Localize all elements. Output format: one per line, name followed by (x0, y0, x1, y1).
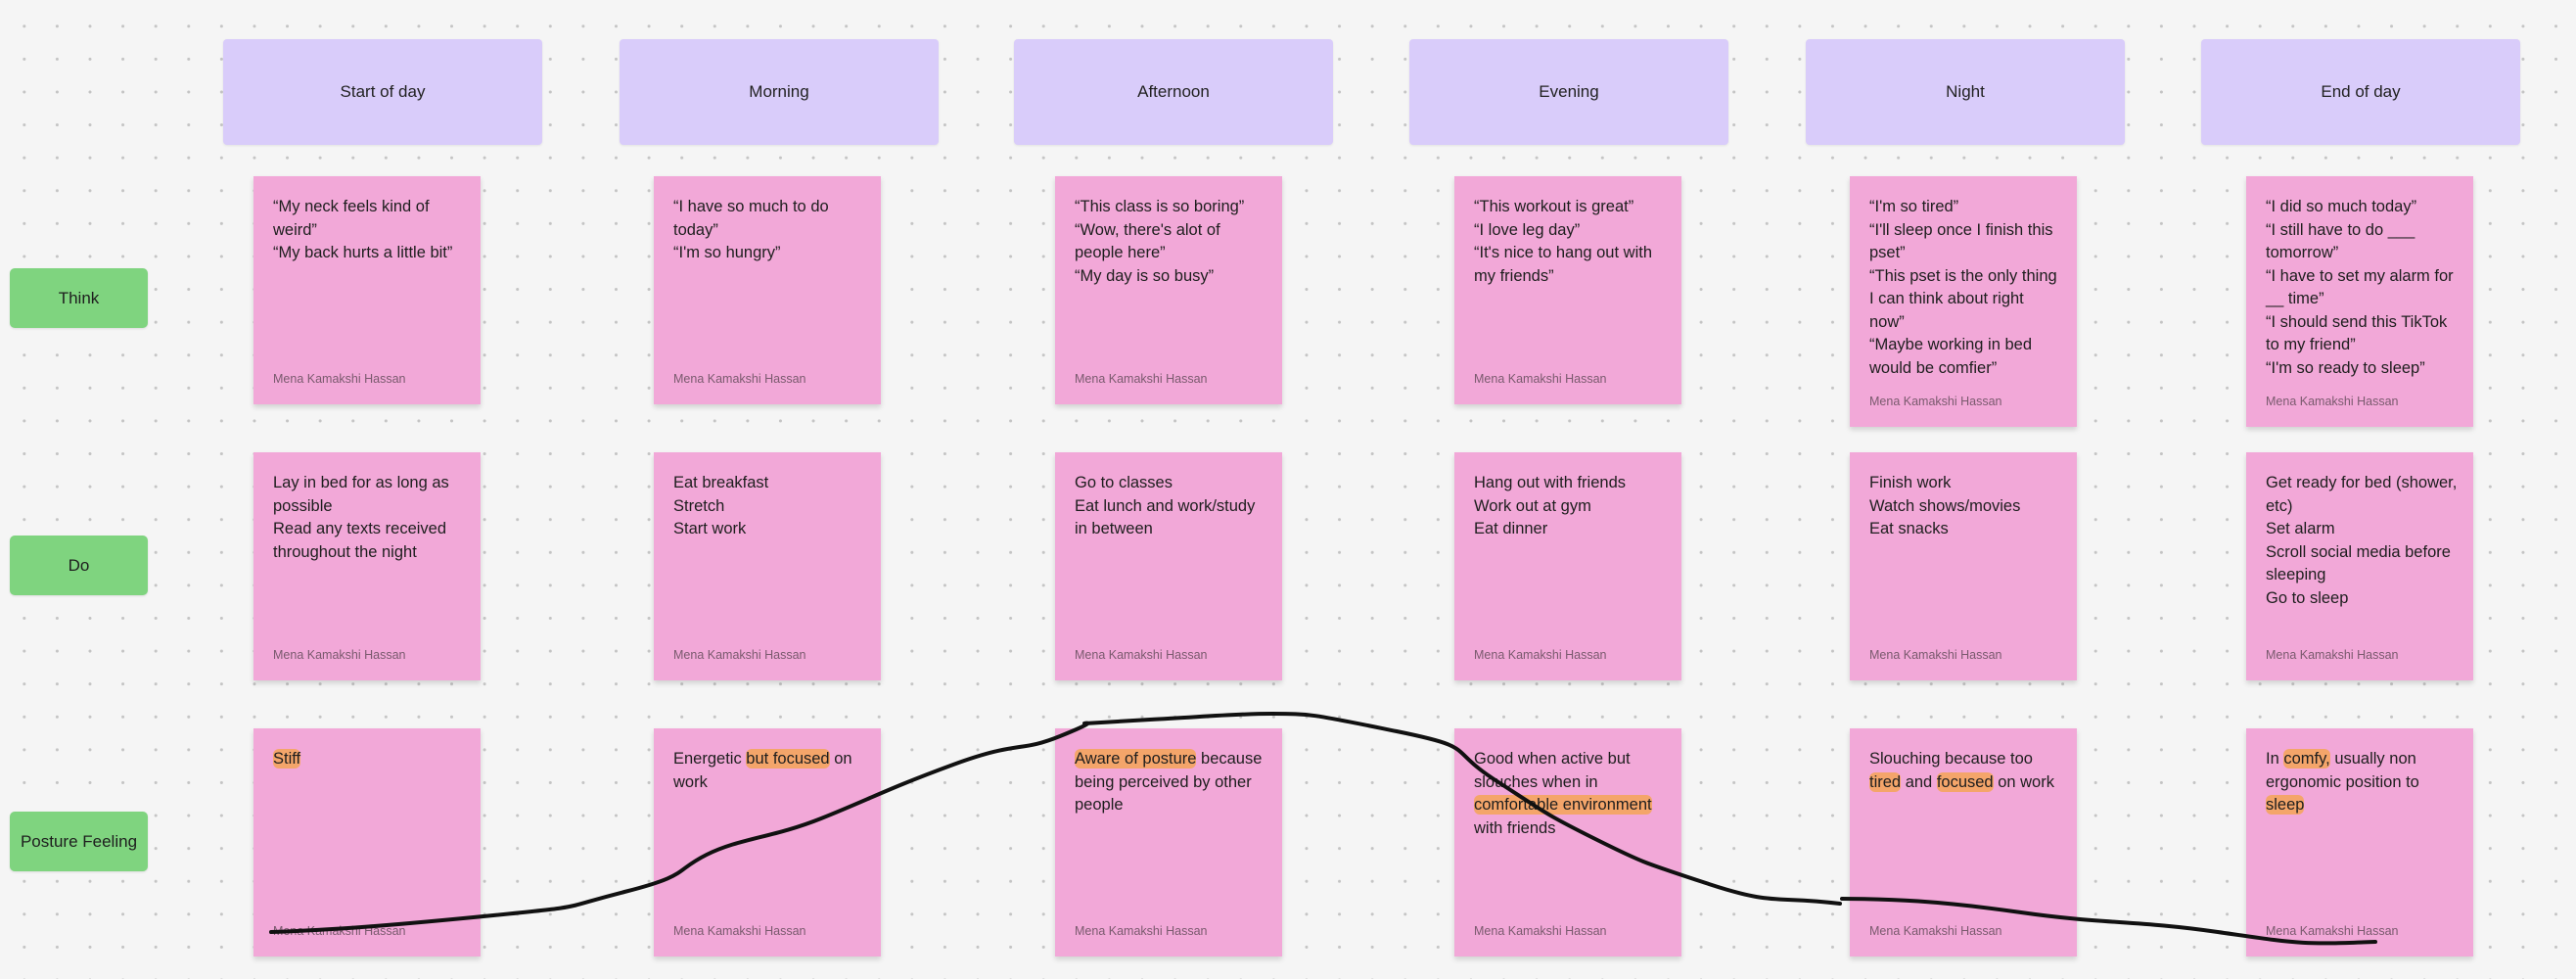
highlighted-text: Aware of posture (1075, 749, 1197, 769)
note-author: Mena Kamakshi Hassan (2266, 924, 2399, 938)
note-text: Aware of posture because being perceived… (1075, 748, 1268, 817)
sticky-note-posture[interactable]: Slouching because too tired and focused … (1850, 728, 2077, 956)
note-author: Mena Kamakshi Hassan (273, 648, 406, 662)
note-author: Mena Kamakshi Hassan (273, 924, 406, 938)
highlighted-text: but focused (746, 749, 830, 769)
sticky-note-think[interactable]: “This class is so boring” “Wow, there's … (1055, 176, 1282, 404)
highlighted-text: focused (1936, 771, 1994, 792)
sticky-note-posture[interactable]: In comfy, usually non ergonomic position… (2246, 728, 2473, 956)
note-text: “This class is so boring” “Wow, there's … (1075, 198, 1245, 285)
text-segment: Good when active but slouches when in (1474, 750, 1631, 791)
row-label-posture-feeling[interactable]: Posture Feeling (10, 812, 148, 871)
note-text: Good when active but slouches when in co… (1474, 748, 1668, 840)
text-segment: Energetic (673, 750, 747, 768)
note-author: Mena Kamakshi Hassan (1869, 924, 2002, 938)
note-author: Mena Kamakshi Hassan (1075, 648, 1208, 662)
column-header-3[interactable]: Evening (1409, 39, 1728, 145)
sticky-note-posture[interactable]: Aware of posture because being perceived… (1055, 728, 1282, 956)
note-author: Mena Kamakshi Hassan (2266, 648, 2399, 662)
note-text: Energetic but focused on work (673, 748, 867, 794)
text-segment: Slouching because too (1869, 750, 2033, 768)
note-author: Mena Kamakshi Hassan (1075, 924, 1208, 938)
note-text: “I'm so tired” “I'll sleep once I finish… (1869, 198, 2057, 377)
note-text: “I did so much today” “I still have to d… (2266, 198, 2454, 377)
sticky-note-posture[interactable]: Good when active but slouches when in co… (1454, 728, 1681, 956)
sticky-note-do[interactable]: Lay in bed for as long as possible Read … (253, 452, 481, 680)
note-author: Mena Kamakshi Hassan (1075, 372, 1208, 386)
row-label-think[interactable]: Think (10, 268, 148, 328)
note-text: Eat breakfast Stretch Start work (673, 474, 769, 537)
sticky-note-think[interactable]: “I have so much to do today” “I'm so hun… (654, 176, 881, 404)
sticky-note-think[interactable]: “I'm so tired” “I'll sleep once I finish… (1850, 176, 2077, 427)
note-author: Mena Kamakshi Hassan (673, 924, 806, 938)
note-author: Mena Kamakshi Hassan (1474, 648, 1607, 662)
column-header-4[interactable]: Night (1806, 39, 2125, 145)
note-author: Mena Kamakshi Hassan (1869, 395, 2002, 408)
note-author: Mena Kamakshi Hassan (1869, 648, 2002, 662)
note-text: Get ready for bed (shower, etc) Set alar… (2266, 474, 2458, 607)
column-header-1[interactable]: Morning (620, 39, 939, 145)
note-text: Stiff (273, 748, 467, 771)
sticky-note-think[interactable]: “This workout is great” “I love leg day”… (1454, 176, 1681, 404)
column-header-5[interactable]: End of day (2201, 39, 2520, 145)
row-label-do[interactable]: Do (10, 536, 148, 595)
sticky-note-do[interactable]: Hang out with friends Work out at gym Ea… (1454, 452, 1681, 680)
note-text: Finish work Watch shows/movies Eat snack… (1869, 474, 2021, 537)
note-text: Slouching because too tired and focused … (1869, 748, 2063, 794)
note-author: Mena Kamakshi Hassan (1474, 372, 1607, 386)
note-text: Go to classes Eat lunch and work/study i… (1075, 474, 1256, 537)
note-text: “My neck feels kind of weird” “My back h… (273, 198, 453, 261)
highlighted-text: sleep (2266, 795, 2305, 815)
sticky-note-do[interactable]: Finish work Watch shows/movies Eat snack… (1850, 452, 2077, 680)
note-author: Mena Kamakshi Hassan (273, 372, 406, 386)
sticky-note-think[interactable]: “My neck feels kind of weird” “My back h… (253, 176, 481, 404)
note-text: In comfy, usually non ergonomic position… (2266, 748, 2460, 817)
sticky-note-do[interactable]: Go to classes Eat lunch and work/study i… (1055, 452, 1282, 680)
note-author: Mena Kamakshi Hassan (2266, 395, 2399, 408)
highlighted-text: tired (1869, 771, 1902, 792)
highlighted-text: comfy, (2283, 749, 2330, 769)
column-header-0[interactable]: Start of day (223, 39, 542, 145)
highlighted-text: Stiff (273, 749, 301, 769)
text-segment: with friends (1474, 818, 1556, 837)
text-segment: In (2266, 750, 2284, 768)
note-text: Lay in bed for as long as possible Read … (273, 474, 449, 561)
note-author: Mena Kamakshi Hassan (1474, 924, 1607, 938)
note-text: “I have so much to do today” “I'm so hun… (673, 198, 829, 261)
note-text: “This workout is great” “I love leg day”… (1474, 198, 1652, 285)
note-author: Mena Kamakshi Hassan (673, 372, 806, 386)
sticky-note-think[interactable]: “I did so much today” “I still have to d… (2246, 176, 2473, 427)
column-header-2[interactable]: Afternoon (1014, 39, 1333, 145)
highlighted-text: comfortable environment (1474, 795, 1652, 815)
sticky-note-do[interactable]: Get ready for bed (shower, etc) Set alar… (2246, 452, 2473, 680)
note-author: Mena Kamakshi Hassan (673, 648, 806, 662)
text-segment: and (1901, 772, 1937, 791)
text-segment: on work (1993, 772, 2054, 791)
note-text: Hang out with friends Work out at gym Ea… (1474, 474, 1627, 537)
